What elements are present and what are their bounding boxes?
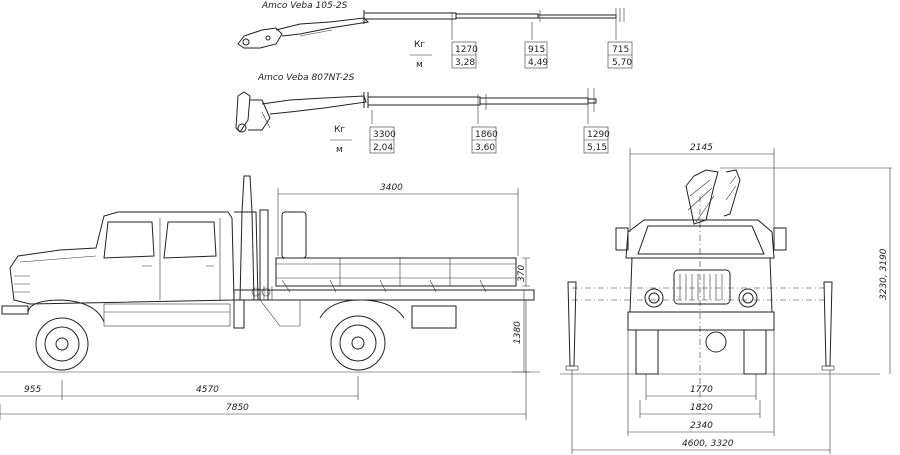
dim-side-height: 370 bbox=[517, 265, 527, 282]
crane-bottom-load-3: 1290 bbox=[587, 130, 610, 140]
crane-top-cell-2: 915 4,49 bbox=[524, 41, 548, 69]
dim-width-2340: 2340 bbox=[690, 421, 713, 431]
crane-top-reach-1: 3,28 bbox=[455, 58, 475, 68]
crane-bottom-load-1: 3300 bbox=[373, 130, 396, 140]
crane-top-cell-3: 715 5,70 bbox=[607, 41, 632, 69]
crane-top-reach-2: 4,49 bbox=[528, 58, 548, 68]
crane-top-unit-load: Кг bbox=[414, 40, 425, 50]
crane-bottom-load-2: 1860 bbox=[475, 130, 498, 140]
crane-top-load-3: 715 bbox=[612, 45, 629, 55]
crane-bottom-model: Amco Veba 807NT-2S bbox=[257, 73, 355, 83]
dim-height: 3230, 3190 bbox=[879, 248, 889, 300]
crane-top-model: Amco Veba 105-2S bbox=[261, 1, 348, 11]
dim-outrigger-span: 4600, 3320 bbox=[682, 439, 734, 449]
crane-bottom-cell-3: 1290 5,15 bbox=[583, 126, 610, 154]
dim-top-width: 2145 bbox=[690, 143, 713, 153]
crane-bottom-reach-1: 2,04 bbox=[373, 143, 393, 153]
crane-top-load-2: 915 bbox=[528, 45, 545, 55]
crane-bottom-reach-3: 5,15 bbox=[587, 143, 607, 153]
dim-track-1770: 1770 bbox=[690, 385, 713, 395]
crane-bottom-cell-2: 1860 3,60 bbox=[471, 126, 498, 154]
crane-top-unit-reach: м bbox=[416, 60, 423, 70]
crane-top-reach-3: 5,70 bbox=[612, 58, 632, 68]
truck-side-view bbox=[1, 175, 535, 371]
truck-front-view bbox=[560, 169, 880, 414]
crane-bottom-unit-reach: м bbox=[336, 145, 343, 155]
crane-bottom-diagram: Amco Veba 807NT-2S Кг м 3300 2,04 1860 3… bbox=[235, 73, 610, 155]
crane-top-load-1: 1270 bbox=[455, 45, 478, 55]
crane-bottom-unit-load: Кг bbox=[334, 125, 345, 135]
crane-top-diagram: Amco Veba 105-2S Кг м 1270 3,28 915 4,4 bbox=[237, 1, 632, 70]
crane-top-cell-1: 1270 3,28 bbox=[451, 41, 478, 69]
dim-wheelbase: 4570 bbox=[196, 385, 219, 395]
dim-front-overhang: 955 bbox=[24, 385, 41, 395]
dim-overall-length: 7850 bbox=[226, 403, 249, 413]
crane-bottom-reach-2: 3,60 bbox=[475, 143, 495, 153]
dim-platform-height: 1380 bbox=[513, 321, 523, 344]
crane-bottom-cell-1: 3300 2,04 bbox=[369, 126, 396, 154]
front-dimensions: 2145 3230, 3190 1770 1820 2340 4600, 332… bbox=[571, 143, 892, 454]
dim-body-length: 3400 bbox=[380, 183, 403, 193]
dim-track-1820: 1820 bbox=[690, 403, 713, 413]
side-dimensions: 3400 370 1380 955 4570 7850 bbox=[0, 183, 540, 420]
